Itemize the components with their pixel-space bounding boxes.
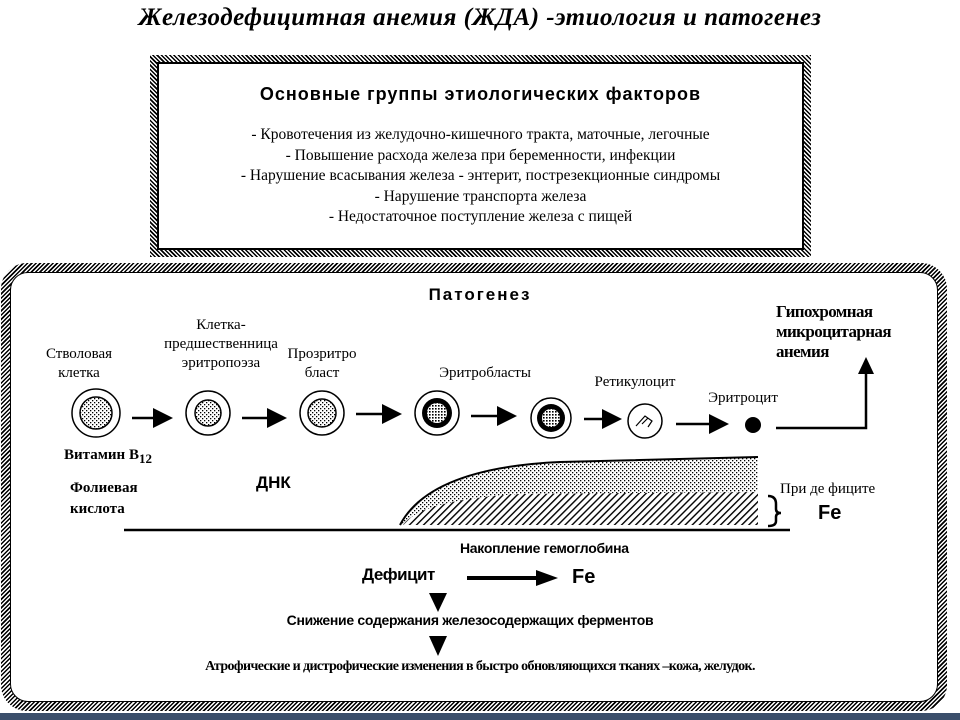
etiology-item: - Повышение расхода железа при беременно…: [285, 146, 676, 164]
etiology-item: - Нарушение транспорта железа: [374, 187, 587, 205]
proerythroblast-cell-icon: [299, 390, 345, 436]
etiology-box: Основные группы этиологических факторов …: [150, 55, 811, 257]
hemoglobin-label: Накопление гемоглобина: [460, 540, 629, 556]
pathogenesis-heading: Патогенез: [428, 285, 532, 304]
deficit-fe-label: Fe: [572, 566, 596, 588]
page-title: Железодефицитная анемия (ЖДА) -этиология…: [138, 4, 822, 31]
stem-cell-label: Стволовая клетка: [45, 346, 113, 381]
etiology-heading: Основные группы этиологических факторов: [259, 84, 702, 104]
brace-icon: [767, 494, 782, 528]
result-label: Гипохромная микроцитарная анемия: [776, 302, 892, 361]
deficit-label: Дефицит: [362, 565, 435, 584]
etiology-list: - Кровотечения из желудочно-кишечного тр…: [159, 125, 802, 228]
deficit-note-label: При де фиците: [780, 481, 876, 497]
dna-label: ДНК: [256, 473, 291, 492]
erythrocyte-label: Эритроцит: [708, 390, 778, 406]
folic-acid-label: Фолиевая кислота: [70, 480, 138, 517]
vitamin-label: Витамин В12: [64, 447, 152, 467]
fe-label: Fe: [818, 502, 842, 524]
erythroblast-cell-icon: [414, 390, 460, 436]
etiology-item: - Кровотечения из желудочно-кишечного тр…: [251, 126, 710, 143]
late-erythroblast-cell-icon: [530, 397, 572, 439]
reticulocyte-label: Ретикулоцит: [594, 374, 676, 390]
stem-cell-icon: [71, 388, 121, 438]
progenitor-cell-icon: [185, 390, 231, 436]
hemoglobin-deficit-area: [403, 492, 758, 525]
result-connector: [776, 368, 868, 430]
proerythroblast-label: Прозритро бласт: [287, 346, 357, 381]
vitamin-subscript: 12: [138, 451, 152, 466]
etiology-item: - Недостаточное поступление железа с пищ…: [328, 208, 633, 225]
erythroblasts-label: Эритробласты: [439, 365, 531, 381]
arrow-down-icon: [429, 636, 447, 656]
arrow-right-icon: [536, 570, 558, 586]
atrophic-label: Атрофические и дистрофические изменения …: [205, 659, 755, 674]
arrow-up-icon: [858, 357, 874, 374]
enzymes-label: Снижение содержания железосодержащих фер…: [286, 612, 654, 628]
bottom-bar: [0, 713, 960, 720]
vitamin-b-label: Витамин В: [64, 447, 139, 463]
etiology-panel: Основные группы этиологических факторов …: [157, 62, 804, 250]
erythrocyte-cell-icon: [745, 417, 761, 433]
arrow-down-icon: [429, 593, 447, 612]
etiology-item: - Нарушение всасывания железа - энтерит,…: [240, 167, 721, 184]
progenitor-cell-label: Клетка-предшественница эритропоэза: [164, 317, 278, 371]
reticulocyte-cell-icon: [627, 403, 663, 439]
